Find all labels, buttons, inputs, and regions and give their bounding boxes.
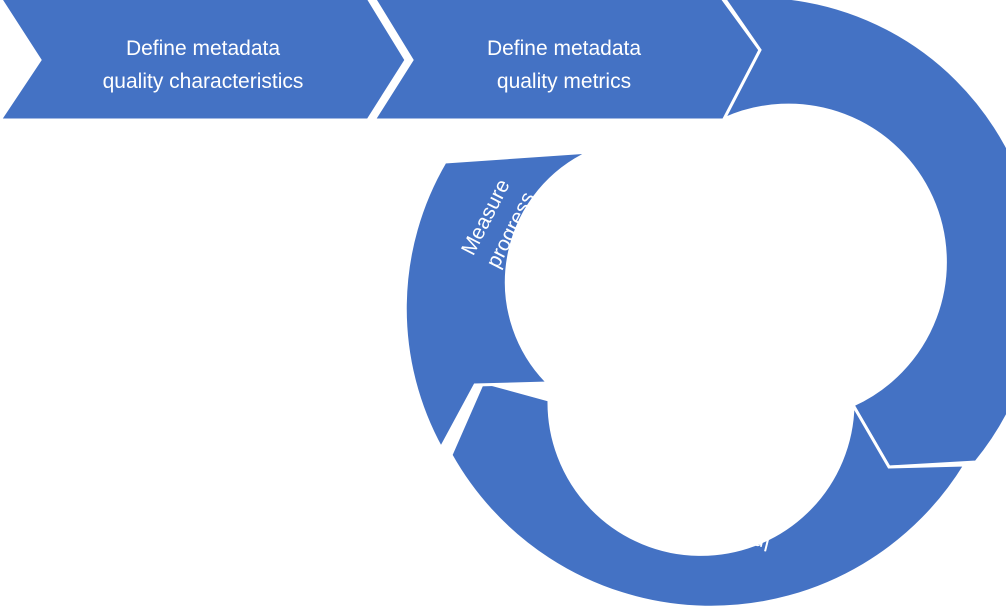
step-2-chevron [371, 0, 762, 122]
step-4-arc [449, 380, 968, 607]
step-2-label-line1: Define metadata [487, 37, 641, 60]
step-1-chevron [0, 0, 408, 122]
step-1-label: Define metadata quality characteristics [103, 37, 304, 93]
step-5-arc [403, 150, 591, 452]
step-1-label-line2: quality characteristics [103, 70, 304, 93]
step-2-label: Define metadata quality metrics [487, 37, 641, 93]
step-2-label-line2: quality metrics [497, 70, 631, 93]
step-1-label-line1: Define metadata [126, 37, 280, 60]
